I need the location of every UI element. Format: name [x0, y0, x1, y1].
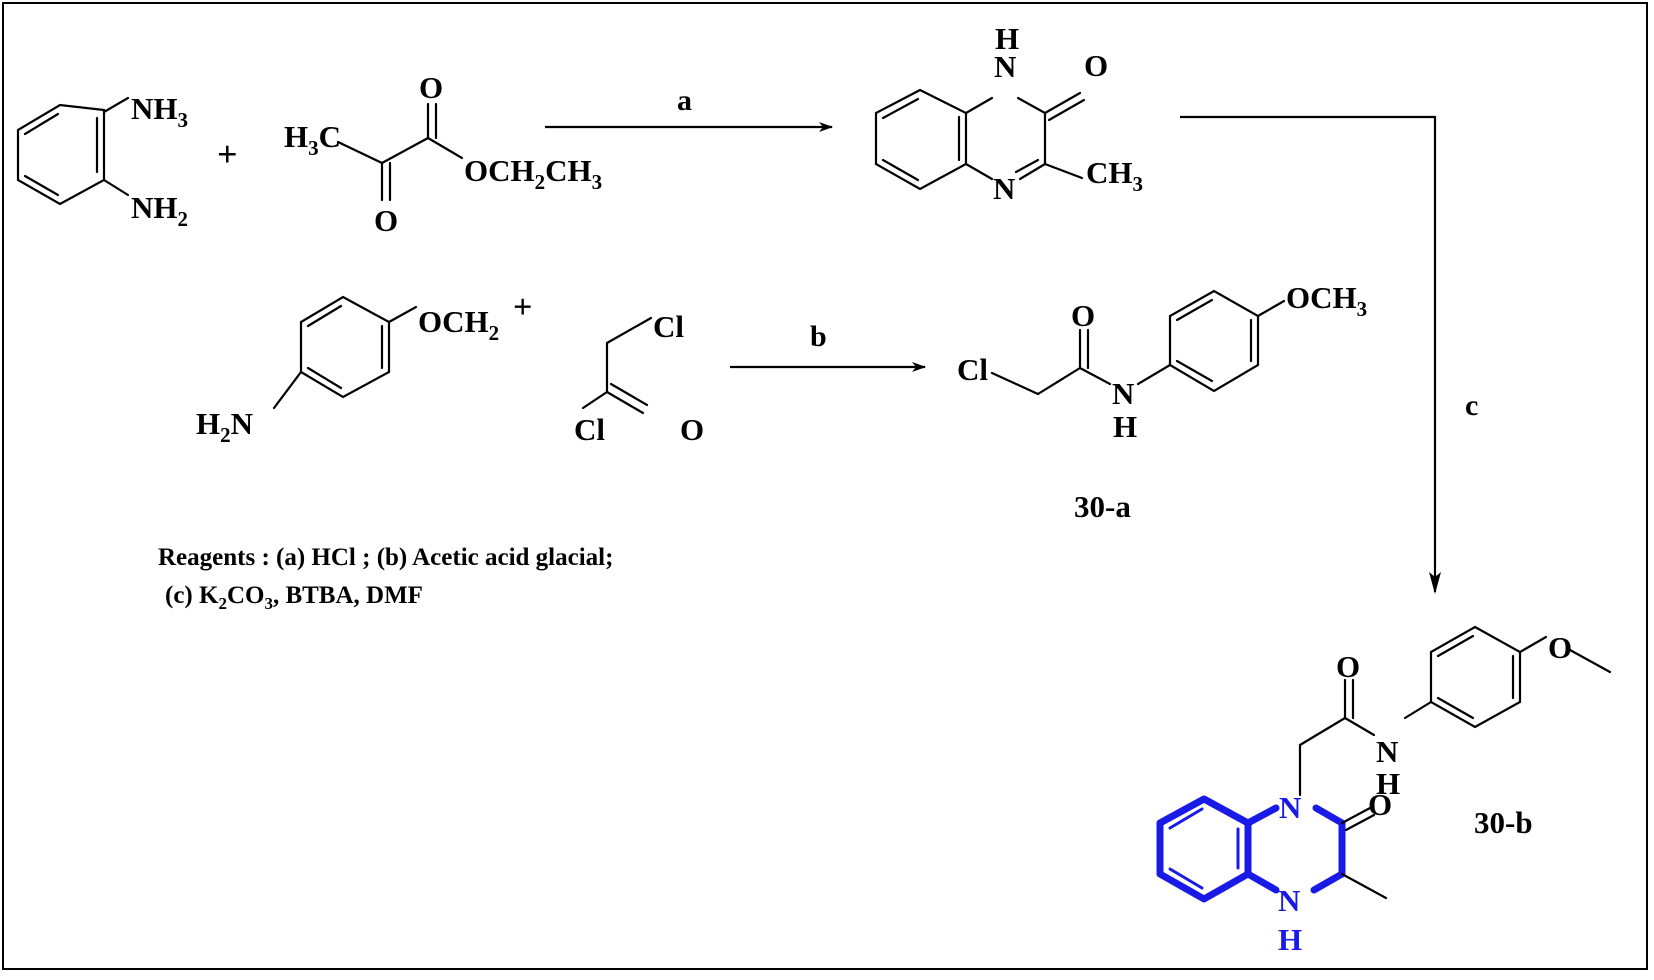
- arrow-c: [1180, 115, 1441, 594]
- compound-30b-ring-n4-label: N: [1278, 883, 1300, 918]
- compound-30b-structure: O O N H N O N H 30-b: [1156, 625, 1612, 957]
- compound-30b-amide-n-label: N: [1376, 734, 1398, 769]
- quinoxalinone-n4-label: N: [993, 171, 1015, 206]
- och2-label: OCH2: [418, 304, 499, 345]
- compound-30a-label: 30-a: [1074, 489, 1131, 524]
- compound-30b-ring-n4-h-label: H: [1278, 922, 1302, 957]
- chloroacetyl-chloride-structure: Cl Cl O: [574, 309, 704, 447]
- arrow-c-label: c: [1465, 389, 1478, 422]
- quinoxalinone-ch3-label: CH3: [1086, 155, 1143, 196]
- h2n-label: H2N: [196, 406, 253, 447]
- compound-30b-ring-o-label: O: [1368, 787, 1392, 822]
- compound-30a-h-label: H: [1113, 409, 1137, 444]
- nh2-label: NH2: [131, 190, 188, 231]
- compound-30a-n-label: N: [1112, 376, 1134, 411]
- arrow-a-label: a: [677, 84, 692, 117]
- ethoxy-label: OCH2CH3: [464, 153, 602, 194]
- quinoxalinone-h-label: H: [995, 21, 1019, 56]
- nh3-label: NH3: [131, 91, 188, 132]
- compound-30b-label: 30-b: [1474, 805, 1533, 840]
- compound-30a-och3-label: OCH3: [1286, 280, 1367, 321]
- acyl-cl-label: Cl: [574, 412, 605, 447]
- chloromethyl-cl-label: Cl: [653, 309, 684, 344]
- reagents-line-2: (c) K2CO3, BTBA, DMF: [165, 582, 423, 613]
- och2-plus-label: +: [513, 289, 532, 326]
- quinoxalinone-n1-label: N: [994, 49, 1016, 84]
- h3c-label: H3C: [284, 119, 341, 160]
- reagents-line-1: Reagents : (a) HCl ; (b) Acetic acid gla…: [158, 544, 613, 571]
- compound-30a-o-label: O: [1071, 298, 1095, 333]
- compound-30a-cl-label: Cl: [957, 352, 988, 387]
- plus-sign: +: [217, 134, 238, 174]
- compound-30a-structure: O OCH3 Cl N H 30-a: [957, 280, 1367, 524]
- ester-carbonyl-oxygen-label: O: [374, 203, 398, 238]
- anisidine-structure: OCH2 + H2N: [196, 289, 532, 447]
- arrow-b-label: b: [810, 320, 827, 353]
- compound-30b-carbonyl-o-label: O: [1336, 649, 1360, 684]
- ethyl-pyruvate-structure: H3C O O OCH2CH3: [284, 70, 602, 238]
- compound-30b-methoxy-o-label: O: [1548, 630, 1572, 665]
- acyl-oxygen-label: O: [680, 412, 704, 447]
- compound-30b-amide-h-label: H: [1376, 766, 1400, 801]
- compound-30b-ring-n1-label: N: [1279, 790, 1301, 825]
- reagents-legend: Reagents : (a) HCl ; (b) Acetic acid gla…: [158, 544, 613, 613]
- phenylenediamine-structure: NH3 NH2: [16, 91, 188, 231]
- keto-oxygen-label: O: [419, 70, 443, 105]
- quinoxalinone-structure: H N O N CH3: [874, 21, 1143, 206]
- quinoxalinone-o-label: O: [1084, 48, 1108, 83]
